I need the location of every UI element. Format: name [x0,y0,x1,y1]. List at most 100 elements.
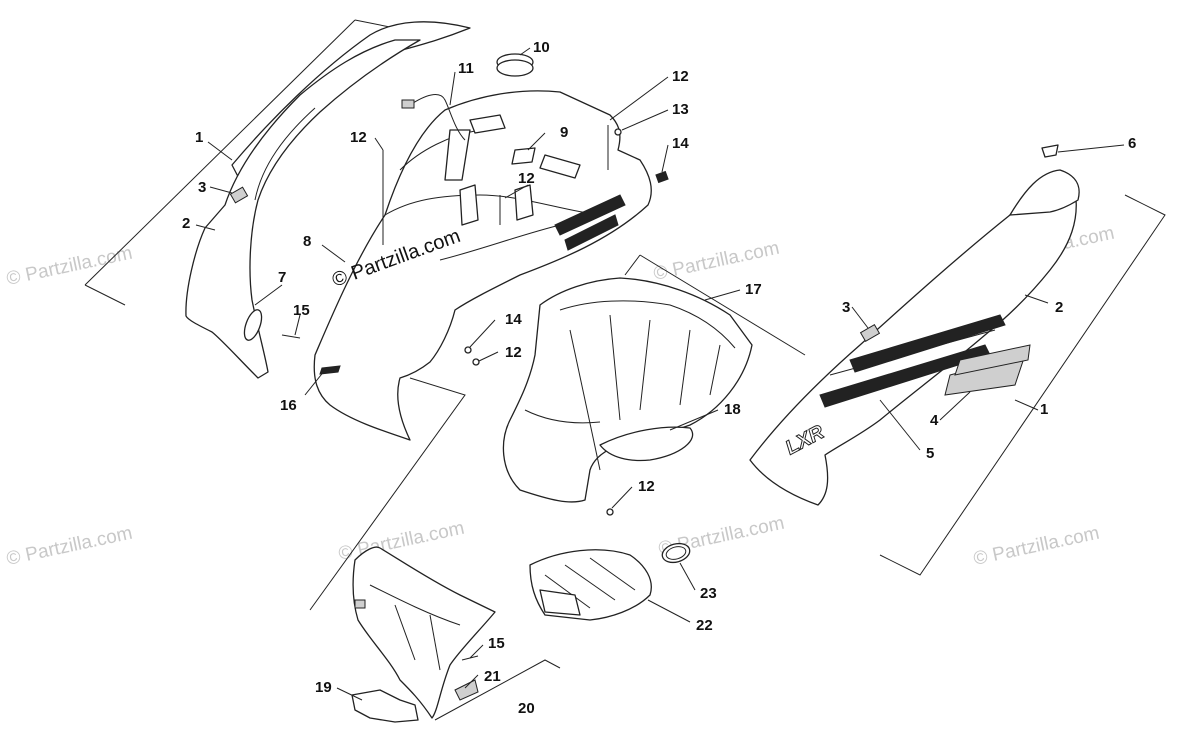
console-body [502,277,753,503]
leader-line [879,399,921,451]
callout-labels: 1 2 3 7 15 16 8 12 11 10 9 12 12 13 14 1… [182,39,1136,717]
right-side-panel: LXR [749,169,1080,506]
leader-line [254,284,283,306]
leader-line [469,644,484,659]
hood-vent [444,129,471,181]
leader-line [304,369,326,396]
bracket-line [309,377,466,611]
lower-nose-assembly [351,546,496,723]
callout-label: 12 [350,129,367,146]
panel-edge [254,107,316,201]
leader-line [195,224,216,231]
lower-nose-body [352,546,496,719]
callout-label: 3 [198,179,206,196]
hood-vent [459,184,479,226]
callout-label: 10 [533,39,550,56]
leader-line [661,144,669,173]
watermark: © Partzilla.com [5,243,135,290]
leader-line [464,674,479,689]
callout-label: 9 [560,124,568,141]
hood-vent [539,154,581,179]
leader-line [478,351,499,362]
leader-line [527,132,546,151]
callout-label: 2 [1055,299,1063,316]
callout-label: 13 [672,101,689,118]
callout-label: 20 [518,700,535,717]
hood-assembly [313,90,669,441]
console-rib [709,344,721,396]
clip-part [655,170,669,184]
left-side-panel-body [185,39,421,379]
bracket-line [879,194,1166,576]
callout-label: 12 [505,344,522,361]
duct-opening [539,589,581,616]
callout-label: 5 [926,445,934,462]
callout-label: 1 [1040,401,1048,418]
hood-vent [469,114,506,134]
leader-line [1024,294,1049,304]
leader-line [504,184,529,199]
bracket-line [84,19,356,286]
left-side-panel [185,21,471,379]
bumper-bracket [351,689,419,723]
console-edge [524,409,601,424]
small-hardware [281,53,1059,516]
console-rib [639,319,651,411]
callout-label: 1 [195,129,203,146]
callout-label: 7 [278,269,286,286]
duct-rib [564,564,616,601]
callout-label: 21 [484,668,501,685]
leader-line [611,486,633,509]
hood-body [313,90,652,441]
leader-lines [195,47,1125,701]
screw-part [281,334,301,339]
duct-rib [589,557,636,591]
nut-part [614,128,622,136]
bracket-line [434,659,561,721]
watermark: © Partzilla.com [652,238,782,285]
clip-part [859,323,881,343]
leader-line [939,391,971,421]
console-rib [609,314,621,421]
air-duct-assembly [529,542,691,621]
hood-edge [384,194,601,216]
leader-line [321,244,346,263]
nose-edge [369,584,461,626]
nose-decal [454,679,479,701]
leader-line [704,289,741,301]
hose-clamp-inner [665,546,687,560]
callout-label: 12 [518,170,535,187]
nut-part [464,346,472,354]
hose-clamp [661,542,691,564]
callout-label: 12 [672,68,689,85]
panel-stripe [849,314,1006,373]
watermark: © Partzilla.com [972,523,1102,570]
hood-stripe [554,194,626,236]
clip-part [354,599,366,609]
hood-emblem [319,365,341,375]
grommet-part [496,59,534,77]
bracket-line [624,254,641,276]
leader-line [374,137,384,151]
callout-label: 3 [842,299,850,316]
callout-label: 14 [672,135,689,152]
grommet-part [243,309,263,341]
leader-line [621,109,669,131]
clip-part [1041,144,1059,158]
right-panel-cap [1009,169,1080,216]
duct-rib [544,574,591,609]
nut-part [472,358,480,366]
leader-line [609,76,669,121]
bracket-line [639,254,806,356]
console-assembly [502,277,753,503]
callout-label: 8 [303,233,311,250]
callout-label: 12 [638,478,655,495]
nose-edge [394,604,416,661]
callout-label: 14 [505,311,522,328]
panel-decal [954,344,1031,376]
console-rib [569,329,601,471]
callout-label: 19 [315,679,332,696]
bracket-line [84,284,126,306]
leader-line [294,314,301,336]
